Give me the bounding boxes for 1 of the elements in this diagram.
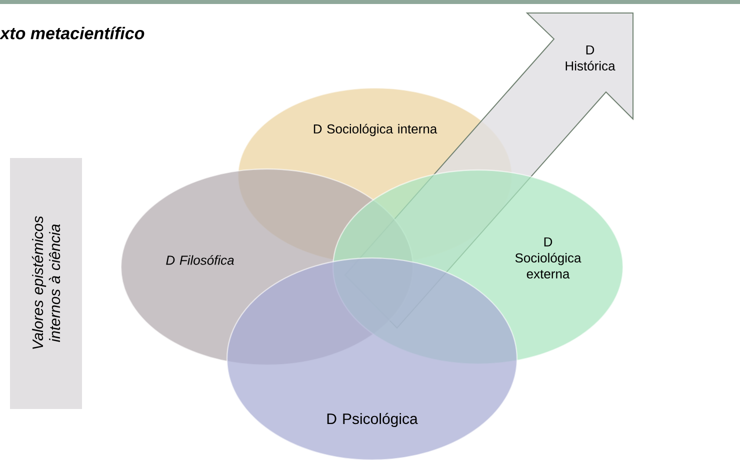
text-box: Valores epistémicos internos à ciência <box>10 158 82 409</box>
